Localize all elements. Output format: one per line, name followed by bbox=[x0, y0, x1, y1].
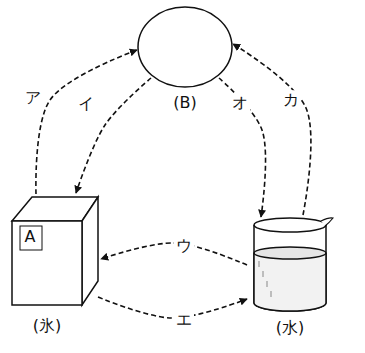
state-change-arrow bbox=[219, 78, 266, 217]
face-letter: A bbox=[25, 227, 36, 246]
state-change-arrow bbox=[76, 78, 151, 193]
node-caption: (B) bbox=[173, 93, 196, 112]
ice-cube: A (氷) bbox=[10, 193, 100, 338]
arrow-label: カ bbox=[281, 90, 301, 110]
water-beaker: (水) bbox=[245, 215, 335, 340]
arrow-label: エ bbox=[174, 310, 194, 330]
arrow-label: ア bbox=[23, 88, 43, 108]
arrow-label: イ bbox=[76, 94, 96, 114]
arrow-label: ウ bbox=[174, 236, 194, 256]
state-change-arrow bbox=[98, 297, 247, 318]
state-change-arrow bbox=[233, 44, 311, 215]
node-caption: (氷) bbox=[33, 316, 61, 335]
gas-circle: (B) bbox=[137, 6, 233, 116]
arrow-label: オ bbox=[230, 93, 250, 113]
state-change-arrow bbox=[36, 50, 137, 194]
node-caption: (水) bbox=[276, 318, 304, 337]
